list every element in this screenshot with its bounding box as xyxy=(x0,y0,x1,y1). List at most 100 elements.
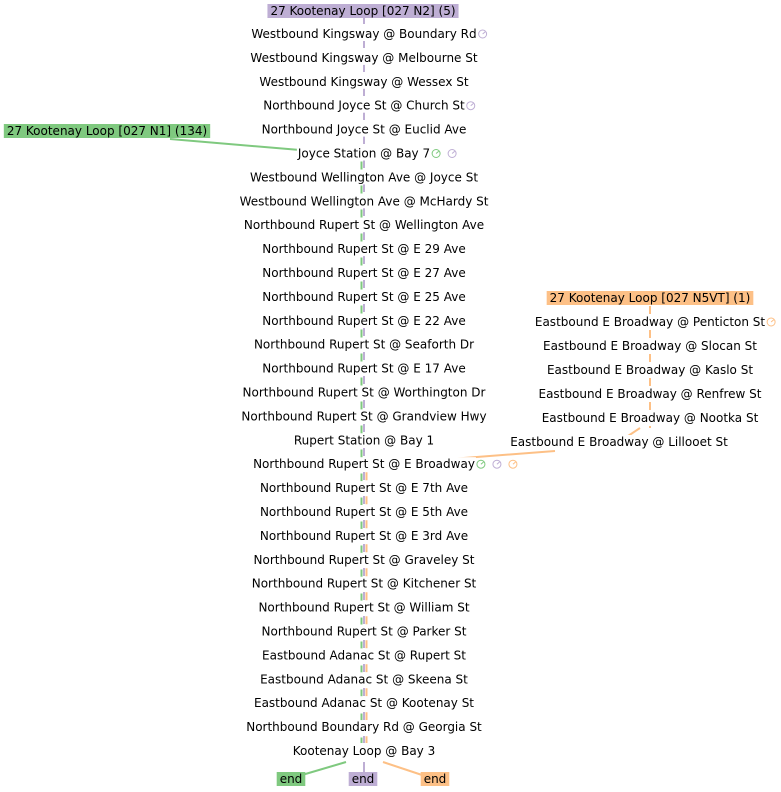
stop-6-label: Westbound Wellington Ave @ Joyce St xyxy=(250,170,478,184)
stop-29-backing xyxy=(245,720,483,735)
stop-26: Eastbound Adanac St @ Rupert St xyxy=(261,648,467,663)
orange-route-header: 27 Kootenay Loop [027 N5VT] (1) xyxy=(546,291,754,305)
green-clock-icon xyxy=(476,459,486,469)
green-route-header-text: 27 Kootenay Loop [027 N1] (134) xyxy=(7,124,207,138)
stop-25: Northbound Rupert St @ Parker St xyxy=(260,624,468,639)
green-end-label-box xyxy=(276,772,306,786)
stop-13-label: Northbound Rupert St @ Seaforth Dr xyxy=(254,338,474,352)
stop-6-backing xyxy=(248,170,480,185)
stop-20: Northbound Rupert St @ E 5th Ave xyxy=(258,505,470,519)
branch-stop-5-backing xyxy=(509,435,729,449)
stop-12-label: Northbound Rupert St @ E 22 Ave xyxy=(262,314,465,328)
branch-stop-5: Eastbound E Broadway @ Lillooet St xyxy=(509,435,729,449)
stop-15: Northbound Rupert St @ Worthington Dr xyxy=(241,385,487,400)
stop-28: Eastbound Adanac St @ Kootenay St xyxy=(252,696,476,711)
green-route-connector xyxy=(169,138,301,151)
stop-1: Westbound Kingsway @ Melbourne St xyxy=(249,50,479,65)
orange-route-header-text: 27 Kootenay Loop [027 N5VT] (1) xyxy=(550,291,751,305)
stop-7-backing xyxy=(238,194,490,209)
stop-1-backing xyxy=(249,50,479,65)
stop-0-label: Westbound Kingsway @ Boundary Rd xyxy=(251,27,476,41)
green-route-header: 27 Kootenay Loop [027 N1] (134) xyxy=(3,124,211,138)
stop-21: Northbound Rupert St @ E 3rd Ave xyxy=(258,528,470,543)
purple-clock-icon xyxy=(478,29,488,39)
stop-8: Northbound Rupert St @ Wellington Ave xyxy=(242,218,486,233)
stop-29-label: Northbound Boundary Rd @ Georgia St xyxy=(246,720,482,734)
green-end-connector xyxy=(301,761,347,776)
stop-14-label: Northbound Rupert St @ E 17 Ave xyxy=(262,362,465,376)
green-end-label-text: end xyxy=(280,772,303,786)
branch-stop-4: Eastbound E Broadway @ Nootka St xyxy=(540,411,760,425)
branch-stop-4-label: Eastbound E Broadway @ Nootka St xyxy=(542,411,759,425)
stop-22-label: Northbound Rupert St @ Graveley St xyxy=(254,553,475,567)
branch-stop-3: Eastbound E Broadway @ Renfrew St xyxy=(537,387,763,401)
stop-28-label: Eastbound Adanac St @ Kootenay St xyxy=(254,696,474,710)
stop-21-label: Northbound Rupert St @ E 3rd Ave xyxy=(260,529,468,543)
stop-26-backing xyxy=(261,648,467,663)
stop-4-label: Northbound Joyce St @ Euclid Ave xyxy=(262,123,467,137)
branch-stop-3-label: Eastbound E Broadway @ Renfrew St xyxy=(538,387,761,401)
stop-20-label: Northbound Rupert St @ E 5th Ave xyxy=(260,505,468,519)
orange-end-label: end xyxy=(420,772,450,786)
stop-11-backing xyxy=(261,289,467,304)
stop-19-backing xyxy=(258,481,470,496)
stop-22: Northbound Rupert St @ Graveley St xyxy=(252,552,476,567)
branch-stop-2-label: Eastbound E Broadway @ Kaslo St xyxy=(547,363,753,377)
stop-19-label: Northbound Rupert St @ E 7th Ave xyxy=(260,481,468,495)
purple-clock-icon xyxy=(466,101,476,111)
stop-1-label: Westbound Kingsway @ Melbourne St xyxy=(250,51,477,65)
stop-30-label: Kootenay Loop @ Bay 3 xyxy=(293,744,435,758)
stop-15-label: Northbound Rupert St @ Worthington Dr xyxy=(243,386,486,400)
stop-28-backing xyxy=(252,696,476,711)
stop-3-backing xyxy=(262,98,466,113)
orange-end-connector xyxy=(382,761,423,776)
orange-end-label-box xyxy=(420,772,450,786)
stop-13-backing xyxy=(252,337,476,352)
purple-route-header-box xyxy=(267,4,459,18)
stop-29: Northbound Boundary Rd @ Georgia St xyxy=(245,720,483,735)
stop-11: Northbound Rupert St @ E 25 Ave xyxy=(261,289,467,304)
orange-clock-icon xyxy=(766,317,776,327)
stop-20-backing xyxy=(258,505,470,519)
stop-5: Joyce Station @ Bay 7 xyxy=(296,146,432,161)
stop-22-backing xyxy=(252,552,476,567)
stop-18-backing xyxy=(252,457,476,472)
stop-26-label: Eastbound Adanac St @ Rupert St xyxy=(262,648,466,662)
orange-clock-icon xyxy=(508,459,518,469)
stop-2-label: Westbound Kingsway @ Wessex St xyxy=(259,75,468,89)
branch-stop-4-backing xyxy=(540,411,760,425)
stop-27-label: Eastbound Adanac St @ Skeena St xyxy=(260,672,468,686)
green-clock-icon xyxy=(431,149,441,158)
stop-18-label: Northbound Rupert St @ E Broadway xyxy=(253,457,475,471)
stop-27: Eastbound Adanac St @ Skeena St xyxy=(259,672,469,687)
orange-route-header-box xyxy=(546,291,754,305)
stop-12-backing xyxy=(261,313,467,328)
stop-7-label: Westbound Wellington Ave @ McHardy St xyxy=(240,194,489,208)
stop-23-backing xyxy=(250,576,478,591)
stop-25-backing xyxy=(260,624,468,639)
orange-branch-bend xyxy=(627,427,641,437)
stop-10-backing xyxy=(261,266,467,280)
stop-16-backing xyxy=(240,409,488,424)
stop-14: Northbound Rupert St @ E 17 Ave xyxy=(261,361,467,376)
stop-17-label: Rupert Station @ Bay 1 xyxy=(294,433,434,447)
stop-8-label: Northbound Rupert St @ Wellington Ave xyxy=(244,218,484,232)
stop-13: Northbound Rupert St @ Seaforth Dr xyxy=(252,337,476,352)
stop-labels: Westbound Kingsway @ Boundary Rd Westboun… xyxy=(238,27,776,758)
stop-30-backing xyxy=(291,744,437,758)
stop-4-backing xyxy=(260,122,468,137)
stop-15-backing xyxy=(241,385,487,400)
branch-stop-2: Eastbound E Broadway @ Kaslo St xyxy=(545,363,755,377)
stop-9-label: Northbound Rupert St @ E 29 Ave xyxy=(262,242,465,256)
stop-12: Northbound Rupert St @ E 22 Ave xyxy=(261,313,467,328)
purple-clock-icon xyxy=(492,459,502,469)
purple-end-label: end xyxy=(348,772,378,786)
green-end-label: end xyxy=(276,772,306,786)
stop-0-backing xyxy=(250,27,478,41)
stop-2-backing xyxy=(258,74,470,89)
purple-end-label-box xyxy=(348,772,378,786)
purple-route-header-text: 27 Kootenay Loop [027 N2] (5) xyxy=(270,4,455,18)
stop-24-backing xyxy=(257,600,471,615)
stop-8-backing xyxy=(242,218,486,233)
